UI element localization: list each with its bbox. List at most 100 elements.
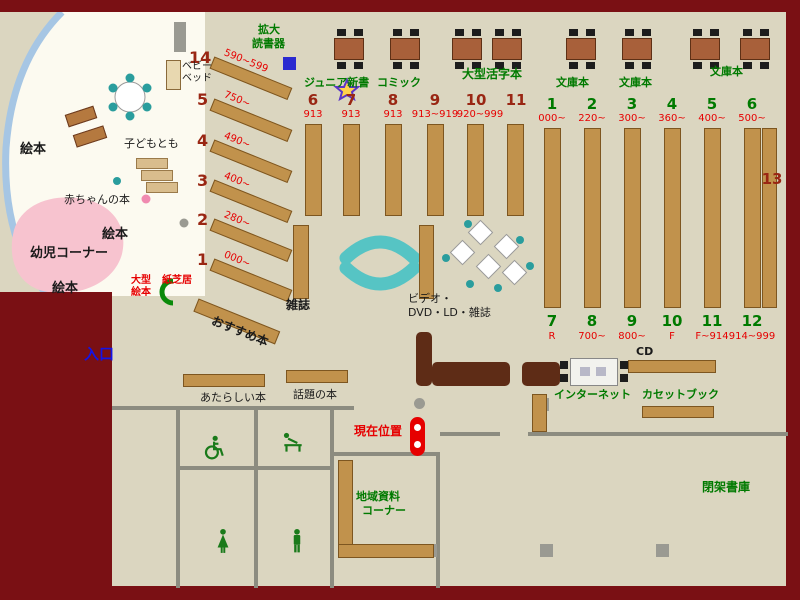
local-materials-label-2: コーナー: [362, 504, 406, 517]
wall-segment: [176, 466, 334, 470]
bookshelf-column: [624, 128, 641, 308]
shelf: [532, 394, 547, 432]
internet-label: インターネット: [554, 388, 631, 401]
curved-bench-top: [339, 235, 421, 265]
curved-bench-bottom: [339, 261, 421, 291]
video-corner-label-1: ビデオ・: [408, 292, 452, 305]
section-number: 9: [429, 91, 441, 109]
section-number: 5: [197, 90, 209, 109]
section-number: 6: [307, 91, 319, 109]
bookshelf-column: [427, 124, 444, 216]
call-number-range: 500~: [738, 113, 766, 124]
large-print-label: 大型活字本: [462, 67, 523, 81]
step-bench: [136, 158, 168, 169]
call-number-range: 913: [341, 109, 361, 120]
section-number: 10: [465, 91, 487, 109]
av-shelf: [419, 225, 434, 299]
section-number: 1: [546, 95, 558, 113]
section-number: 8: [387, 91, 399, 109]
baby-books-label: 赤ちゃんの本: [64, 193, 130, 206]
section-number-13: 13: [761, 170, 783, 188]
video-corner-label-2: DVD・LD・雑誌: [408, 306, 491, 319]
wall-segment: [440, 432, 500, 436]
section-number: 1: [197, 250, 209, 269]
reading-table: [740, 29, 770, 69]
call-number-range: 913: [383, 109, 403, 120]
men-toilet-icon: [284, 528, 310, 554]
bookshelf-column: [544, 128, 561, 308]
section-number: 3: [197, 171, 209, 190]
entrance-wall-block: [0, 292, 112, 588]
current-location-label: 現在位置: [354, 424, 403, 438]
cassette-book-label: カセットブック: [642, 388, 719, 401]
baby-bed-label-1: ベビー: [182, 61, 212, 72]
outer-wall-bottom: [0, 586, 800, 600]
wall-segment: [332, 452, 440, 456]
reading-table: [492, 29, 522, 69]
wall-segment: [436, 452, 440, 588]
magazine-shelf: [293, 225, 309, 299]
av-corner-chairs: [442, 220, 534, 292]
section-number: 11: [701, 312, 723, 330]
bookshelf-column: [664, 128, 681, 308]
call-number-range: 700~: [578, 331, 606, 342]
round-pillar: [179, 218, 189, 228]
service-counter: [416, 332, 432, 386]
bookshelf-column: [584, 128, 601, 308]
reading-table: [452, 29, 482, 69]
wall-segment: [330, 406, 334, 588]
pillar: [540, 544, 553, 557]
women-toilet-icon: [210, 528, 236, 554]
pink-stool: [141, 194, 151, 204]
large-picture-books-label-1: 大型: [131, 275, 151, 286]
step-bench: [141, 170, 173, 181]
local-materials-shelf: [338, 544, 434, 558]
call-number-range: 220~: [578, 113, 606, 124]
reading-table: [334, 29, 364, 69]
round-pillar: [414, 398, 425, 409]
local-materials-label-1: 地域資料: [356, 490, 400, 503]
kamishibai-label: 紙芝居: [162, 275, 192, 286]
junior-star-icon: [333, 77, 361, 102]
bookshelf-column: [744, 128, 761, 308]
comic-label: コミック: [377, 76, 421, 89]
call-number-range: R: [548, 331, 556, 342]
magnifier-label-2: 読書器: [252, 37, 285, 50]
wall-segment: [528, 432, 788, 436]
bunko-label: 文庫本: [556, 76, 589, 89]
bookshelf-column: [385, 124, 402, 216]
section-number: 12: [741, 312, 763, 330]
section-number: 10: [661, 312, 683, 330]
outer-wall-right: [786, 0, 800, 600]
wall-segment: [254, 406, 258, 588]
cd-label: CD: [636, 345, 654, 358]
call-number-range: 000~: [538, 113, 566, 124]
picture-books-label: 絵本: [20, 142, 47, 157]
internet-terminals: [580, 367, 606, 376]
outer-wall-top: [0, 0, 800, 12]
call-number-range: 920~999: [456, 109, 504, 120]
section-number: 4: [197, 131, 209, 150]
step-bench: [146, 182, 178, 193]
bookshelf-column: [467, 124, 484, 216]
toddler-corner-label: 幼児コーナー: [30, 246, 109, 261]
bunko-label: 文庫本: [710, 65, 743, 78]
bookshelf-column-13: [762, 128, 777, 308]
call-number-range: 913: [303, 109, 323, 120]
service-counter: [522, 362, 560, 386]
section-number: 6: [746, 95, 758, 113]
reading-table: [622, 29, 652, 69]
bookshelf-column: [343, 124, 360, 216]
bunko-label: 文庫本: [619, 76, 652, 89]
call-number-range: 914~999: [728, 331, 776, 342]
topic-books-label: 話題の本: [293, 388, 337, 401]
call-number-range: 360~: [658, 113, 686, 124]
new-books-label: あたらしい本: [200, 391, 266, 404]
section-number: 3: [626, 95, 638, 113]
local-materials-shelf: [338, 460, 353, 556]
magnifier-device-icon: [283, 57, 296, 70]
reading-table: [390, 29, 420, 69]
call-number-range: 300~: [618, 113, 646, 124]
baby-changing-icon: [280, 430, 306, 456]
